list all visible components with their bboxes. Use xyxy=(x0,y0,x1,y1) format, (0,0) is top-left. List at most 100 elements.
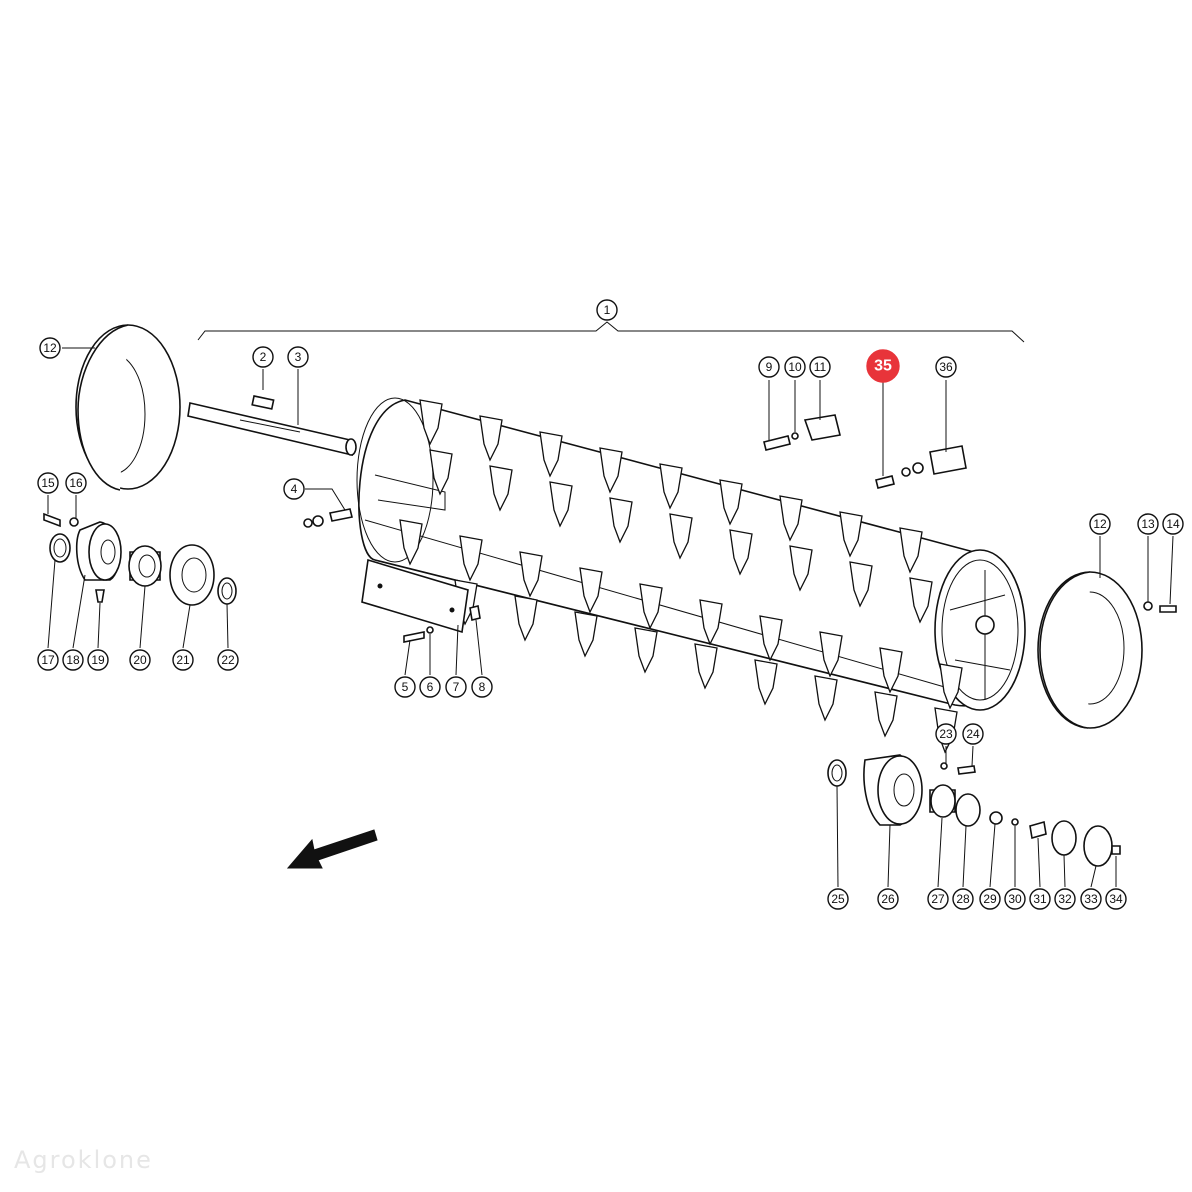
svg-text:34: 34 xyxy=(1109,892,1123,906)
svg-text:31: 31 xyxy=(1033,892,1047,906)
svg-text:12: 12 xyxy=(43,341,57,355)
svg-text:25: 25 xyxy=(831,892,845,906)
drum-knife xyxy=(459,535,483,582)
upper-hardware xyxy=(763,414,967,489)
svg-text:19: 19 xyxy=(91,653,105,667)
drum-knife xyxy=(694,643,718,690)
drum-knife xyxy=(879,647,903,694)
drum-knife xyxy=(789,545,813,592)
svg-text:4: 4 xyxy=(291,482,298,496)
callout: 20 xyxy=(129,649,151,671)
left-flange-ring xyxy=(75,324,181,491)
drum-knife xyxy=(819,631,843,678)
watermark: Agroklone xyxy=(14,1146,153,1174)
callout: 16 xyxy=(65,472,87,494)
svg-text:14: 14 xyxy=(1166,517,1180,531)
callout: 3 xyxy=(287,346,309,368)
svg-text:5: 5 xyxy=(402,680,409,694)
svg-text:9: 9 xyxy=(766,360,773,374)
callout: 25 xyxy=(827,888,849,910)
drum-knife xyxy=(634,627,658,674)
svg-text:28: 28 xyxy=(956,892,970,906)
callout: 6 xyxy=(419,676,441,698)
callout: 31 xyxy=(1029,888,1051,910)
drum-knife xyxy=(574,611,598,658)
drum-knife xyxy=(839,511,863,558)
callout: 15 xyxy=(37,472,59,494)
callout: 2 xyxy=(252,346,274,368)
drum-knife xyxy=(754,659,778,706)
svg-text:13: 13 xyxy=(1141,517,1155,531)
svg-text:23: 23 xyxy=(939,727,953,741)
callout: 29 xyxy=(979,888,1001,910)
callout: 21 xyxy=(172,649,194,671)
drum-knife xyxy=(599,447,623,494)
callout: 34 xyxy=(1105,888,1127,910)
drum-knife xyxy=(849,561,873,608)
svg-text:17: 17 xyxy=(41,653,55,667)
callout: 14 xyxy=(1162,513,1184,535)
svg-text:26: 26 xyxy=(881,892,895,906)
chopper-drum xyxy=(356,397,1026,711)
callout: 22 xyxy=(217,649,239,671)
drum-knife xyxy=(419,399,443,446)
drum-knife xyxy=(399,519,423,566)
right-bearing-group xyxy=(827,754,1121,867)
drum-knife xyxy=(429,449,453,496)
direction-arrow-icon xyxy=(286,829,378,869)
drum-knife xyxy=(579,567,603,614)
svg-text:33: 33 xyxy=(1084,892,1098,906)
drum-knife xyxy=(539,431,563,478)
svg-text:16: 16 xyxy=(69,476,83,490)
callout: 11 xyxy=(809,356,831,378)
drum-knife xyxy=(514,595,538,642)
callout: 23 xyxy=(935,723,957,745)
drum-knife xyxy=(549,481,573,528)
drum-knife xyxy=(814,675,838,722)
drum-knife xyxy=(699,599,723,646)
left-bearing-group xyxy=(43,512,237,606)
svg-text:24: 24 xyxy=(966,727,980,741)
svg-text:10: 10 xyxy=(788,360,802,374)
svg-text:8: 8 xyxy=(479,680,486,694)
leader-lines xyxy=(47,347,1174,888)
drum-knife xyxy=(479,415,503,462)
callout: 7 xyxy=(445,676,467,698)
drum-knives xyxy=(399,399,963,754)
callout: 5 xyxy=(394,676,416,698)
callout: 32 xyxy=(1054,888,1076,910)
svg-text:27: 27 xyxy=(931,892,945,906)
callout: 1 xyxy=(596,299,618,321)
drum-knife xyxy=(759,615,783,662)
svg-text:30: 30 xyxy=(1008,892,1022,906)
callout: 24 xyxy=(962,723,984,745)
svg-text:1: 1 xyxy=(604,303,611,317)
callout: 10 xyxy=(784,356,806,378)
callout: 17 xyxy=(37,649,59,671)
drum-knife xyxy=(669,513,693,560)
bolt-set-4 xyxy=(303,508,353,528)
drum-knife xyxy=(659,463,683,510)
drum-knife xyxy=(519,551,543,598)
svg-text:7: 7 xyxy=(453,680,460,694)
callout: 9 xyxy=(758,356,780,378)
drum-knife xyxy=(609,497,633,544)
drum-knife xyxy=(729,529,753,576)
callout: 12 xyxy=(39,337,61,359)
callout: 26 xyxy=(877,888,899,910)
drum-knife xyxy=(639,583,663,630)
svg-text:35: 35 xyxy=(874,358,892,375)
drum-knife xyxy=(489,465,513,512)
cover-plate xyxy=(361,558,481,643)
svg-text:3: 3 xyxy=(295,350,302,364)
drum-knife xyxy=(899,527,923,574)
drum-knife xyxy=(719,479,743,526)
shaft xyxy=(187,402,357,457)
drum-knife xyxy=(939,663,963,710)
svg-text:32: 32 xyxy=(1058,892,1072,906)
drum-knife xyxy=(909,577,933,624)
svg-text:20: 20 xyxy=(133,653,147,667)
assembly-bracket xyxy=(197,321,1025,343)
callout: 4 xyxy=(283,478,305,500)
